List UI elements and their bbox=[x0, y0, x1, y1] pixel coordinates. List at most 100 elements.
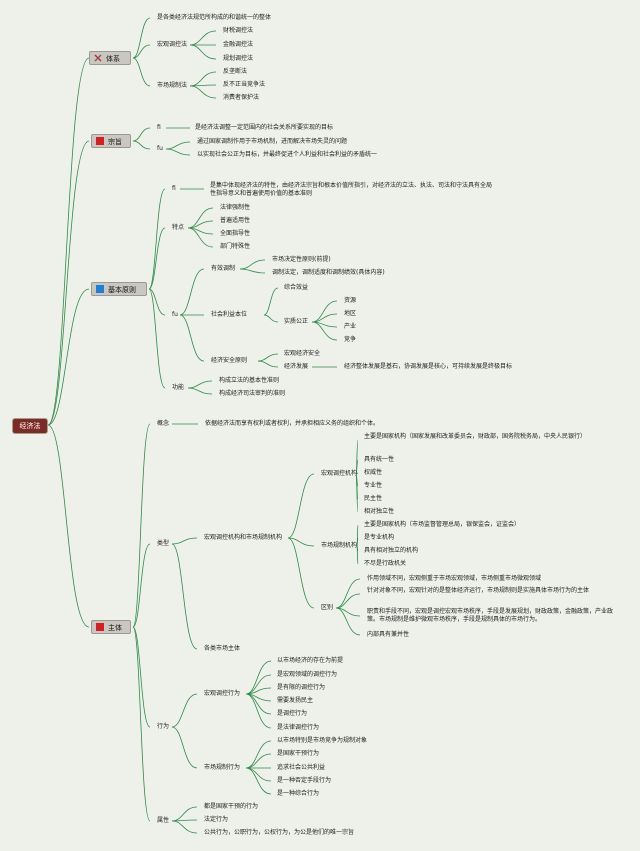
branch-zongzhi[interactable]: 宗旨 bbox=[91, 134, 131, 148]
node-text[interactable]: 消费者保护法 bbox=[223, 94, 260, 101]
node-text[interactable]: 法律强制性 bbox=[220, 204, 251, 211]
node-text[interactable]: 反垄断法 bbox=[223, 68, 248, 75]
node-text[interactable]: 功能 bbox=[172, 384, 185, 391]
node-text[interactable]: 以市场特别是市场竞争为规制对象 bbox=[277, 737, 368, 744]
node-text[interactable]: 是一种综合行为 bbox=[277, 790, 320, 797]
connector bbox=[245, 674, 272, 695]
node-text[interactable]: 竞争 bbox=[344, 336, 357, 343]
node-text[interactable]: 是专业机构 bbox=[364, 534, 395, 541]
node-text[interactable]: 以市场经济的存在为前提 bbox=[277, 657, 344, 664]
node-text[interactable]: 地区 bbox=[344, 310, 357, 317]
node-text[interactable]: 宏观调控行为 bbox=[204, 690, 241, 697]
node-text[interactable]: 追求社会公共利益 bbox=[277, 764, 326, 771]
node-text[interactable]: 产业 bbox=[344, 323, 357, 330]
node-text[interactable]: 社会利益本位 bbox=[211, 311, 248, 318]
node-text[interactable]: 类型 bbox=[157, 540, 170, 547]
node-text[interactable]: 是调控行为 bbox=[277, 710, 308, 717]
connector bbox=[187, 207, 214, 229]
connector bbox=[179, 268, 205, 316]
node-text[interactable]: 属性 bbox=[157, 817, 170, 824]
node-text[interactable]: 是国家干预行为 bbox=[277, 750, 320, 757]
node-text[interactable]: 是经济法调整一定范围内的社会关系所要实现的目标 bbox=[195, 124, 334, 131]
node-text[interactable]: 综合效益 bbox=[284, 284, 309, 291]
connector bbox=[148, 288, 166, 316]
branch-label: 体系 bbox=[106, 55, 120, 63]
node-text[interactable]: 通过国家调制作用于市场机制，进而解决市场失灵的问题 bbox=[197, 138, 348, 145]
branch-tixi[interactable]: 体系 bbox=[89, 51, 131, 65]
node-text[interactable]: 各类市场主体 bbox=[204, 645, 241, 652]
node-text[interactable]: 公共行为，公职行为，公权行为，为公是他们的唯一宗旨 bbox=[204, 829, 355, 836]
connector bbox=[263, 287, 279, 316]
node-text[interactable]: 特点 bbox=[172, 224, 185, 231]
node-text[interactable]: 构成经济司法审判的准则 bbox=[219, 390, 286, 397]
branch-yuanze[interactable]: 基本原则 bbox=[91, 282, 147, 296]
node-text[interactable]: 法定行为 bbox=[204, 816, 229, 823]
branch-zhuti[interactable]: 主体 bbox=[91, 620, 131, 634]
node-text[interactable]: 经济整体发展是基石，协调发展是核心，可持续发展是终极目标 bbox=[344, 363, 513, 370]
node-text[interactable]: 经济安全原则 bbox=[211, 357, 248, 364]
node-text[interactable]: 是各类经济法规范所构成的和谐统一的整体 bbox=[157, 14, 272, 21]
node-text[interactable]: 以实现社会公正为目标，并最终促进个人利益和社会利益的矛盾统一 bbox=[197, 151, 378, 158]
node-text[interactable]: 全面指导性 bbox=[220, 230, 251, 237]
connector bbox=[171, 726, 198, 769]
node-text[interactable]: 具有相对独立的机构 bbox=[364, 547, 419, 554]
node-text[interactable]: 金融调控法 bbox=[223, 41, 254, 48]
node-text[interactable]: 宏观调控法 bbox=[157, 41, 188, 48]
node-text[interactable]: 需要发扬民主 bbox=[277, 697, 314, 704]
red-square-icon bbox=[96, 137, 104, 145]
connector bbox=[356, 545, 359, 565]
node-text[interactable]: 是法律调控行为 bbox=[277, 724, 320, 731]
node-text[interactable]: 财税调控法 bbox=[223, 27, 254, 34]
node-text[interactable]: 有效调制 bbox=[211, 265, 236, 272]
node-text[interactable]: 内部具有兼并性 bbox=[367, 631, 410, 638]
node-text[interactable]: 是宏观领域的调控行为 bbox=[277, 671, 338, 678]
node-text[interactable]: 经济发展 bbox=[284, 363, 309, 370]
connector bbox=[47, 424, 90, 628]
node-text[interactable]: 市场规制法 bbox=[157, 82, 188, 89]
node-text[interactable]: 部门特殊性 bbox=[220, 243, 251, 250]
node-text[interactable]: 是集中体现经济法的特性，由经济法宗旨和根本价值所指引，对经济法的立法、执法、司法… bbox=[210, 182, 493, 197]
node-text[interactable]: 市场决定性原则(前提) bbox=[272, 256, 331, 263]
node-text[interactable]: 宏观调控机构和市场规制机构 bbox=[204, 534, 283, 541]
node-text[interactable]: fu bbox=[172, 311, 178, 318]
node-text[interactable]: 具有统一性 bbox=[364, 456, 395, 463]
node-text[interactable]: 资源 bbox=[344, 297, 357, 304]
node-text[interactable]: 调制法定，调制适度和调制绩效(具体内容) bbox=[272, 269, 385, 276]
node-text[interactable]: 规划调控法 bbox=[223, 55, 254, 62]
node-text[interactable]: 反不正当竞争法 bbox=[223, 81, 266, 88]
node-text[interactable]: 是有限的调控行为 bbox=[277, 684, 326, 691]
node-text[interactable]: fi bbox=[157, 124, 161, 131]
connector bbox=[245, 693, 272, 729]
node-text[interactable]: 针对对象不同，宏观针对的是整体经济运行，市场规制则是实施具体市场行为的主体 bbox=[367, 587, 590, 594]
node-text[interactable]: fi bbox=[172, 185, 176, 192]
node-text[interactable]: 概念 bbox=[157, 420, 170, 427]
connector bbox=[257, 360, 279, 368]
node-text[interactable]: 职责和手段不同，宏观是调控宏观市场秩序，手段是发展规划，财政政策，金融政策，产业… bbox=[367, 608, 614, 623]
node-text[interactable]: 区别 bbox=[321, 604, 334, 611]
connector bbox=[171, 820, 198, 834]
node-text[interactable]: 行为 bbox=[157, 723, 170, 730]
node-text[interactable]: 主要是国家机构（市场监督管理总局，银保监会，证监会） bbox=[364, 521, 521, 528]
node-text[interactable]: 都是国家干预的行为 bbox=[204, 803, 259, 810]
node-text[interactable]: 宏观经济安全 bbox=[284, 350, 321, 357]
node-text[interactable]: 权威性 bbox=[364, 469, 383, 476]
connector bbox=[132, 127, 151, 142]
root-node[interactable]: 经济法 bbox=[12, 418, 48, 434]
node-text[interactable]: 民主性 bbox=[364, 495, 383, 502]
node-text[interactable]: 市场规制机构 bbox=[321, 542, 358, 549]
node-text[interactable]: 普遍适用性 bbox=[220, 217, 251, 224]
node-text[interactable]: 相对独立性 bbox=[364, 508, 395, 515]
node-text[interactable]: 宏观调控机构 bbox=[321, 470, 358, 477]
connector bbox=[245, 740, 272, 769]
node-text[interactable]: 实质公正 bbox=[284, 318, 309, 325]
node-text[interactable]: 依据经济法而享有权利或者权利，并承担相应义务的组织和个体。 bbox=[205, 420, 380, 427]
node-text[interactable]: 主要是国家机构（国家发展和改革委员会，财政部，国务院税务局，中央人民银行） bbox=[364, 433, 587, 440]
node-text[interactable]: 市场规制行为 bbox=[204, 764, 241, 771]
node-text[interactable]: 是一种否定手段行为 bbox=[277, 777, 332, 784]
node-text[interactable]: 不尽是行政机关 bbox=[364, 560, 407, 567]
node-text[interactable]: 构成立法的基本性准则 bbox=[219, 377, 280, 384]
connector bbox=[47, 140, 90, 426]
node-text[interactable]: 专业性 bbox=[364, 482, 383, 489]
node-text[interactable]: fu bbox=[157, 145, 163, 152]
node-text[interactable]: 作用领域不同，宏观侧重于市场宏观领域，市场侧重市场微观领域 bbox=[367, 575, 542, 582]
